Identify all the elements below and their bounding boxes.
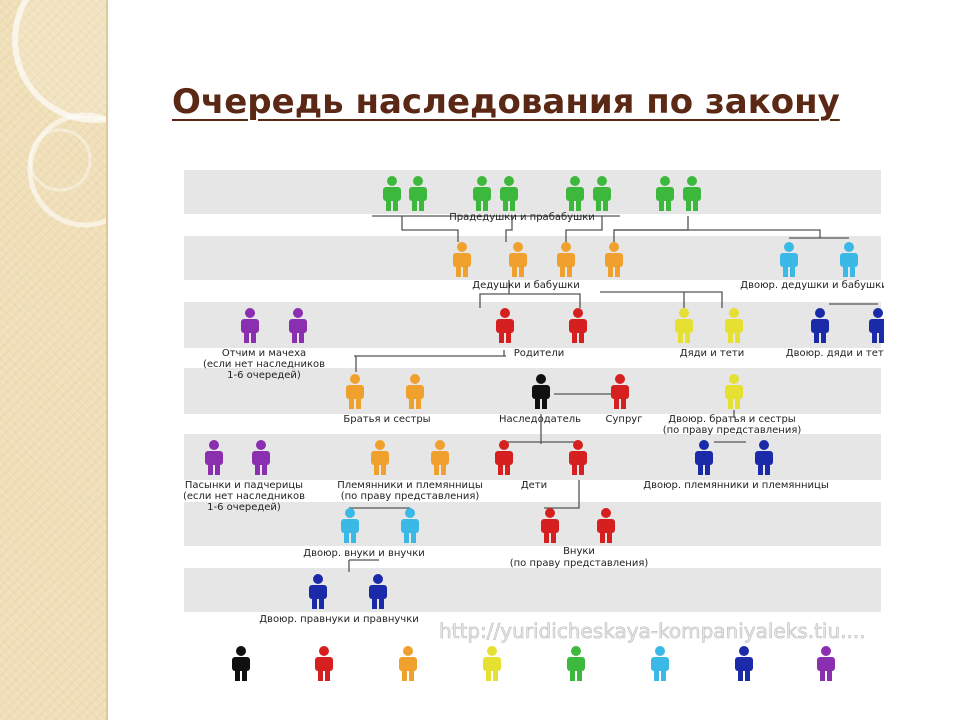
label-stepchildren-queue: 1-6 очередей) — [207, 502, 281, 513]
inheritance-diagram: Прадедушки и прабабушки Дедушки и бабушк… — [184, 170, 884, 681]
label-siblings: Братья и сестры — [343, 414, 430, 425]
person-green-icon — [473, 176, 491, 211]
person-cyan-icon — [401, 508, 419, 543]
label-cousin-aunts-uncles: Двоюр. дяди и тети — [786, 348, 884, 359]
background-bands — [184, 170, 881, 612]
person-blue-icon — [369, 574, 387, 609]
person-blue-icon — [309, 574, 327, 609]
label-cousins: Двоюр. братья и сестры — [668, 414, 795, 425]
person-orange-icon — [453, 242, 471, 277]
person-red-icon — [569, 440, 587, 475]
label-spouse: Супруг — [606, 414, 643, 425]
label-nephews: Племянники и племянницы — [337, 480, 483, 491]
label-stepparents: Отчим и мачеха — [222, 348, 306, 359]
label-aunts-uncles: Дяди и тети — [680, 348, 744, 359]
person-red-icon — [541, 508, 559, 543]
legend-orange-person-icon — [399, 646, 417, 681]
decorative-side-panel — [0, 0, 178, 720]
label-great-grandparents: Прадедушки и прабабушки — [449, 212, 595, 223]
person-orange-icon — [431, 440, 449, 475]
people-icons — [205, 176, 884, 681]
person-yellow-icon — [675, 308, 693, 343]
person-green-icon — [409, 176, 427, 211]
slide-title: Очередь наследования по закону — [172, 82, 840, 122]
label-stepparents-queue: 1-6 очередей) — [227, 370, 301, 381]
legend-red-person-icon — [315, 646, 333, 681]
label-testator: Наследодатель — [499, 414, 581, 425]
person-blue-icon — [811, 308, 829, 343]
person-blue-icon — [695, 440, 713, 475]
person-violet-icon — [241, 308, 259, 343]
legend-cyan-person-icon — [651, 646, 669, 681]
person-violet-icon — [289, 308, 307, 343]
person-blue-icon — [869, 308, 884, 343]
label-grandchildren: Внуки — [563, 546, 595, 557]
person-yellow-icon — [725, 374, 743, 409]
person-red-icon — [611, 374, 629, 409]
person-green-icon — [566, 176, 584, 211]
person-orange-icon — [406, 374, 424, 409]
label-cousin-grandchildren: Двоюр. внуки и внучки — [303, 548, 425, 559]
person-orange-icon — [557, 242, 575, 277]
person-green-icon — [683, 176, 701, 211]
legend-violet-person-icon — [817, 646, 835, 681]
watermark-url: http://yuridicheskaya-kompaniyaleks.tiu.… — [439, 619, 866, 643]
person-green-icon — [656, 176, 674, 211]
label-stepparents-note: (если нет наследников — [203, 359, 325, 370]
legend-yellow-person-icon — [483, 646, 501, 681]
person-red-icon — [496, 308, 514, 343]
label-cousin-great-grandchildren: Двоюр. правнуки и правнучки — [259, 614, 419, 625]
label-children: Дети — [521, 480, 547, 491]
person-orange-icon — [605, 242, 623, 277]
person-red-icon — [569, 308, 587, 343]
person-cyan-icon — [341, 508, 359, 543]
decorative-circles — [12, 0, 178, 228]
person-green-icon — [383, 176, 401, 211]
person-red-icon — [495, 440, 513, 475]
label-stepchildren: Пасынки и падчерицы — [185, 480, 303, 491]
legend-green-person-icon — [567, 646, 585, 681]
person-yellow-icon — [725, 308, 743, 343]
label-grandchildren-note: (по праву представления) — [510, 558, 649, 569]
person-cyan-icon — [780, 242, 798, 277]
label-grandparents: Дедушки и бабушки — [472, 280, 579, 291]
person-blue-icon — [755, 440, 773, 475]
person-orange-icon — [346, 374, 364, 409]
person-violet-icon — [252, 440, 270, 475]
connector-lines — [348, 215, 878, 572]
legend-black-person-icon — [232, 646, 250, 681]
person-red-icon — [597, 508, 615, 543]
label-cousin-nephews: Двоюр. племянники и племянницы — [643, 480, 828, 491]
person-cyan-icon — [840, 242, 858, 277]
label-cousins-note: (по праву представления) — [663, 425, 802, 436]
person-orange-icon — [371, 440, 389, 475]
label-nephews-note: (по праву представления) — [341, 491, 480, 502]
person-green-icon — [593, 176, 611, 211]
person-green-icon — [500, 176, 518, 211]
legend-blue-person-icon — [735, 646, 753, 681]
person-orange-icon — [509, 242, 527, 277]
person-violet-icon — [205, 440, 223, 475]
label-stepchildren-note: (если нет наследников — [184, 491, 305, 502]
person-black-icon — [532, 374, 550, 409]
label-parents: Родители — [514, 348, 564, 359]
label-cousin-grandparents: Двоюр. дедушки и бабушки — [740, 280, 884, 291]
